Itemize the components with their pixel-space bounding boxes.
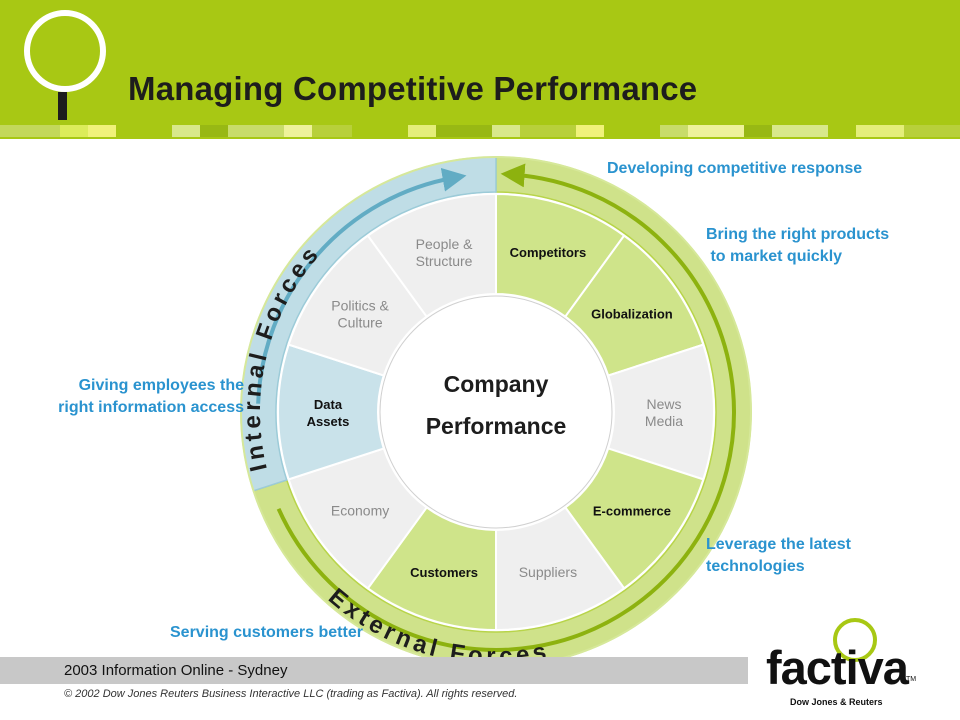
slide-title: Managing Competitive Performance bbox=[128, 70, 698, 107]
ring-logo-icon bbox=[24, 10, 106, 92]
logo-stem-icon bbox=[58, 92, 67, 120]
note-developing-response: Developing competitive response bbox=[607, 160, 863, 177]
note-giving-employees: Giving employees the right information a… bbox=[58, 377, 244, 416]
footer-bar bbox=[0, 657, 748, 684]
header-banner bbox=[0, 0, 960, 125]
note-bring-products: Bring the right products to market quick… bbox=[706, 226, 890, 265]
segment-label: Politics &Culture bbox=[331, 297, 389, 330]
segment-label: Globalization bbox=[591, 306, 673, 321]
factiva-trademark: TM bbox=[906, 676, 917, 683]
segment-label: Suppliers bbox=[519, 564, 577, 580]
external-forces-arrow bbox=[276, 163, 736, 652]
segment-label: E-commerce bbox=[593, 504, 671, 519]
copyright-notice: © 2002 Dow Jones Reuters Business Intera… bbox=[64, 688, 518, 700]
header-underline bbox=[0, 137, 960, 139]
segment-label: Customers bbox=[410, 565, 478, 580]
center-label: Performance bbox=[426, 413, 567, 439]
footer-event: 2003 Information Online - Sydney bbox=[64, 662, 288, 679]
center-circle bbox=[379, 295, 613, 529]
factiva-ring-icon bbox=[833, 618, 877, 662]
internal-forces-arrow bbox=[256, 167, 467, 404]
segment-label: Competitors bbox=[510, 245, 587, 260]
factiva-logo: factiva bbox=[766, 641, 909, 694]
note-leverage-technologies: Leverage the latest technologies bbox=[706, 536, 851, 575]
segment-label: People &Structure bbox=[416, 236, 473, 269]
segment-label: Economy bbox=[331, 503, 389, 519]
center-label: Company bbox=[444, 371, 549, 397]
wheel-segment bbox=[366, 192, 497, 318]
factiva-subtitle: Dow Jones & Reuters bbox=[790, 697, 883, 707]
note-serving-customers: Serving customers better bbox=[170, 624, 363, 641]
decorative-stripe bbox=[0, 125, 960, 137]
